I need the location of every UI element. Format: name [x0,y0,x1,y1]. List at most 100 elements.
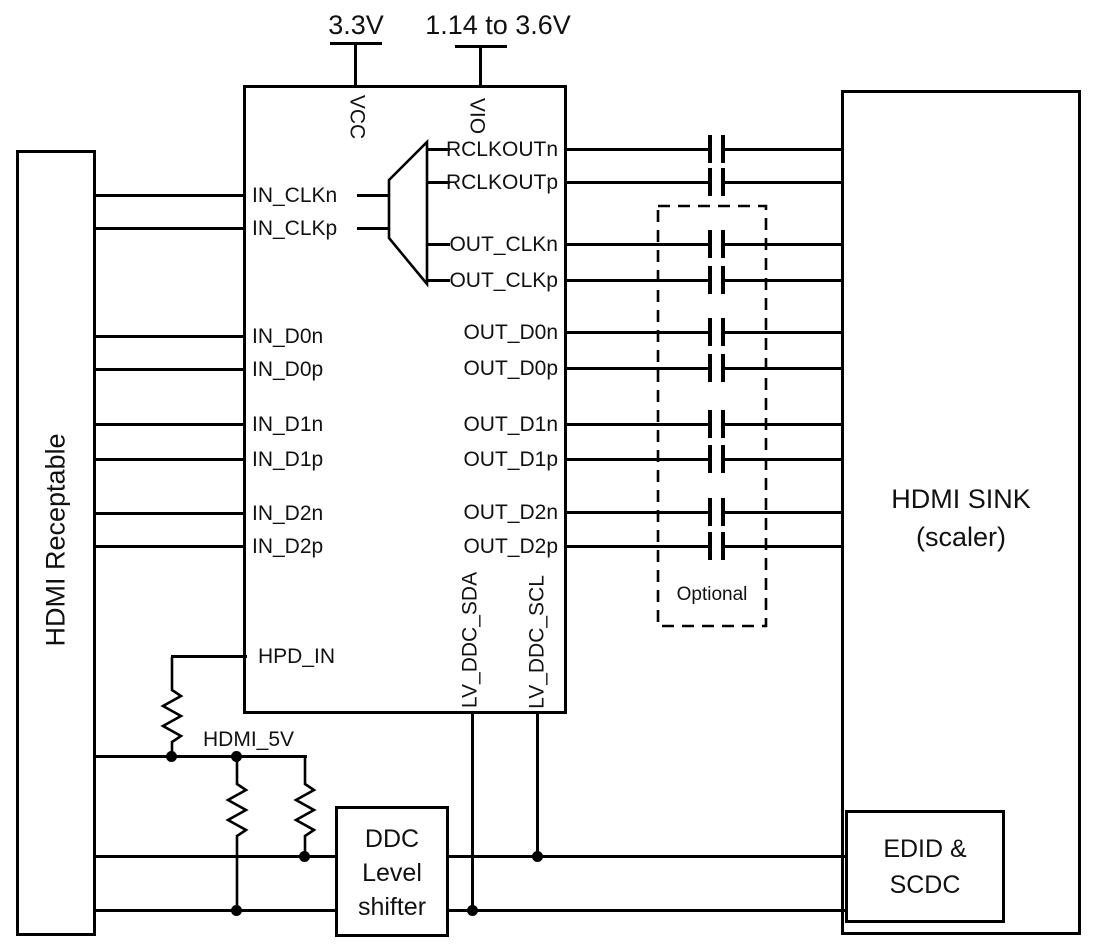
capacitor-icon [708,230,725,258]
edid-scdc-box [845,810,1005,923]
redriver-chip-box [243,85,567,714]
wire-sda-left [95,909,337,912]
stub-rclkoutp [426,181,450,184]
capacitor-icon [708,318,725,346]
junction-dot [299,851,310,862]
vcc-supply-wire [354,44,357,87]
vio-supply-wire [479,47,482,87]
chip-pin-in-d2n: IN_D2n [252,502,324,525]
chip-pin-in-d0n: IN_D0n [252,325,324,348]
wire-out-clkp [565,279,843,282]
resistor-hpd-pullup [160,657,184,757]
clock-mux-symbol [387,138,429,288]
chip-pin-in-d1p: IN_D1p [252,448,324,471]
stub-rclkoutn [426,148,450,151]
wire-in-d1p [95,458,245,461]
chip-pin-lv-ddc-scl: LV_DDC_SCL [525,575,549,709]
wire-hpd-in [171,655,247,658]
junction-dot [231,751,242,762]
hdmi-sink-label-line2: (scaler) [915,522,1006,552]
hdmi-sink-label: HDMI SINK (scaler) [841,480,1081,556]
capacitor-icon [708,532,725,560]
junction-dot [231,905,242,916]
edid-label-line2: SCDC [889,871,961,899]
resistor-sda-pullup [225,757,249,911]
wire-lv-ddc-sda-drop [471,713,474,912]
chip-pin-in-clkn: IN_CLKn [252,184,338,207]
chip-pin-out-d0n: OUT_D0n [463,321,558,344]
capacitor-icon [708,266,725,294]
capacitor-icon [708,410,725,438]
wire-out-d2p [565,545,843,548]
capacitor-icon [708,168,725,196]
optional-label: Optional [676,584,748,605]
chip-pin-out-clkn: OUT_CLKn [449,233,558,256]
wire-in-clkn [95,194,245,197]
wire-hdmi-5v [95,755,307,758]
wire-sda-right [447,909,847,912]
wire-in-clkp [95,227,245,230]
capacitor-icon [708,498,725,526]
optional-dashed-box [656,204,768,628]
wire-rclkoutn [565,148,843,151]
stub-out-clkp [426,279,450,282]
edid-label-line1: EDID & [883,835,967,863]
stub-in-clkn [357,194,390,197]
wire-out-d2n [565,511,843,514]
capacitor-icon [708,354,725,382]
chip-pin-in-d0p: IN_D0p [252,358,324,381]
hdmi-receptacle-label: HDMI Receptable [40,433,71,647]
vio-rail-bar [455,45,507,48]
wire-rclkoutp [565,181,843,184]
wire-out-d0n [565,331,843,334]
chip-pin-lv-ddc-sda: LV_DDC_SDA [458,571,482,709]
wire-in-d2n [95,512,245,515]
resistor-scl-pullup [293,756,317,857]
wire-in-d0n [95,335,245,338]
capacitor-icon [708,135,725,163]
ddc-level-shifter-box [335,806,449,937]
chip-pin-rclkoutn: RCLKOUTn [445,138,558,161]
wire-scl-right [447,855,847,858]
hdmi-5v-net-label: HDMI_5V [203,728,295,751]
chip-pin-out-d1n: OUT_D1n [463,413,558,436]
chip-pin-vio: VIO [465,97,489,135]
junction-dot [467,905,478,916]
chip-pin-out-d0p: OUT_D0p [463,357,558,380]
vcc-rail-bar [330,42,382,45]
hdmi-sink-box [841,90,1081,935]
edid-scdc-label: EDID & SCDC [845,831,1005,903]
chip-pin-hpd-in: HPD_IN [258,645,336,668]
ddc-level-shifter-label: DDC Level shifter [335,822,449,924]
wire-in-d0p [95,368,245,371]
junction-dot [166,751,177,762]
chip-pin-in-d2p: IN_D2p [252,535,324,558]
chip-pin-out-d2p: OUT_D2p [463,535,558,558]
chip-pin-out-d1p: OUT_D1p [463,448,558,471]
vio-rail-label: 1.14 to 3.6V [425,10,571,40]
hdmi-sink-label-line1: HDMI SINK [891,484,1031,514]
wire-out-d0p [565,367,843,370]
chip-pin-rclkoutp: RCLKOUTp [445,171,558,194]
wire-lv-ddc-scl-drop [536,713,539,858]
chip-pin-out-clkp: OUT_CLKp [449,269,558,292]
wire-out-d1n [565,423,843,426]
chip-pin-vcc: VCC [345,94,369,140]
junction-dot [532,851,543,862]
ddc-label-line1: DDC [364,825,420,853]
chip-pin-out-d2n: OUT_D2n [463,501,558,524]
ddc-label-line2: Level [362,859,422,887]
wire-in-d2p [95,545,245,548]
hdmi-receptacle-box [16,150,96,936]
wire-in-d1n [95,423,245,426]
wire-out-clkn [565,243,843,246]
wire-out-d1p [565,458,843,461]
stub-out-clkn [426,243,450,246]
wire-scl-left [95,855,337,858]
capacitor-icon [708,445,725,473]
chip-pin-in-clkp: IN_CLKp [252,217,338,240]
vcc-rail-label: 3.3V [328,10,384,40]
ddc-label-line3: shifter [357,893,427,921]
